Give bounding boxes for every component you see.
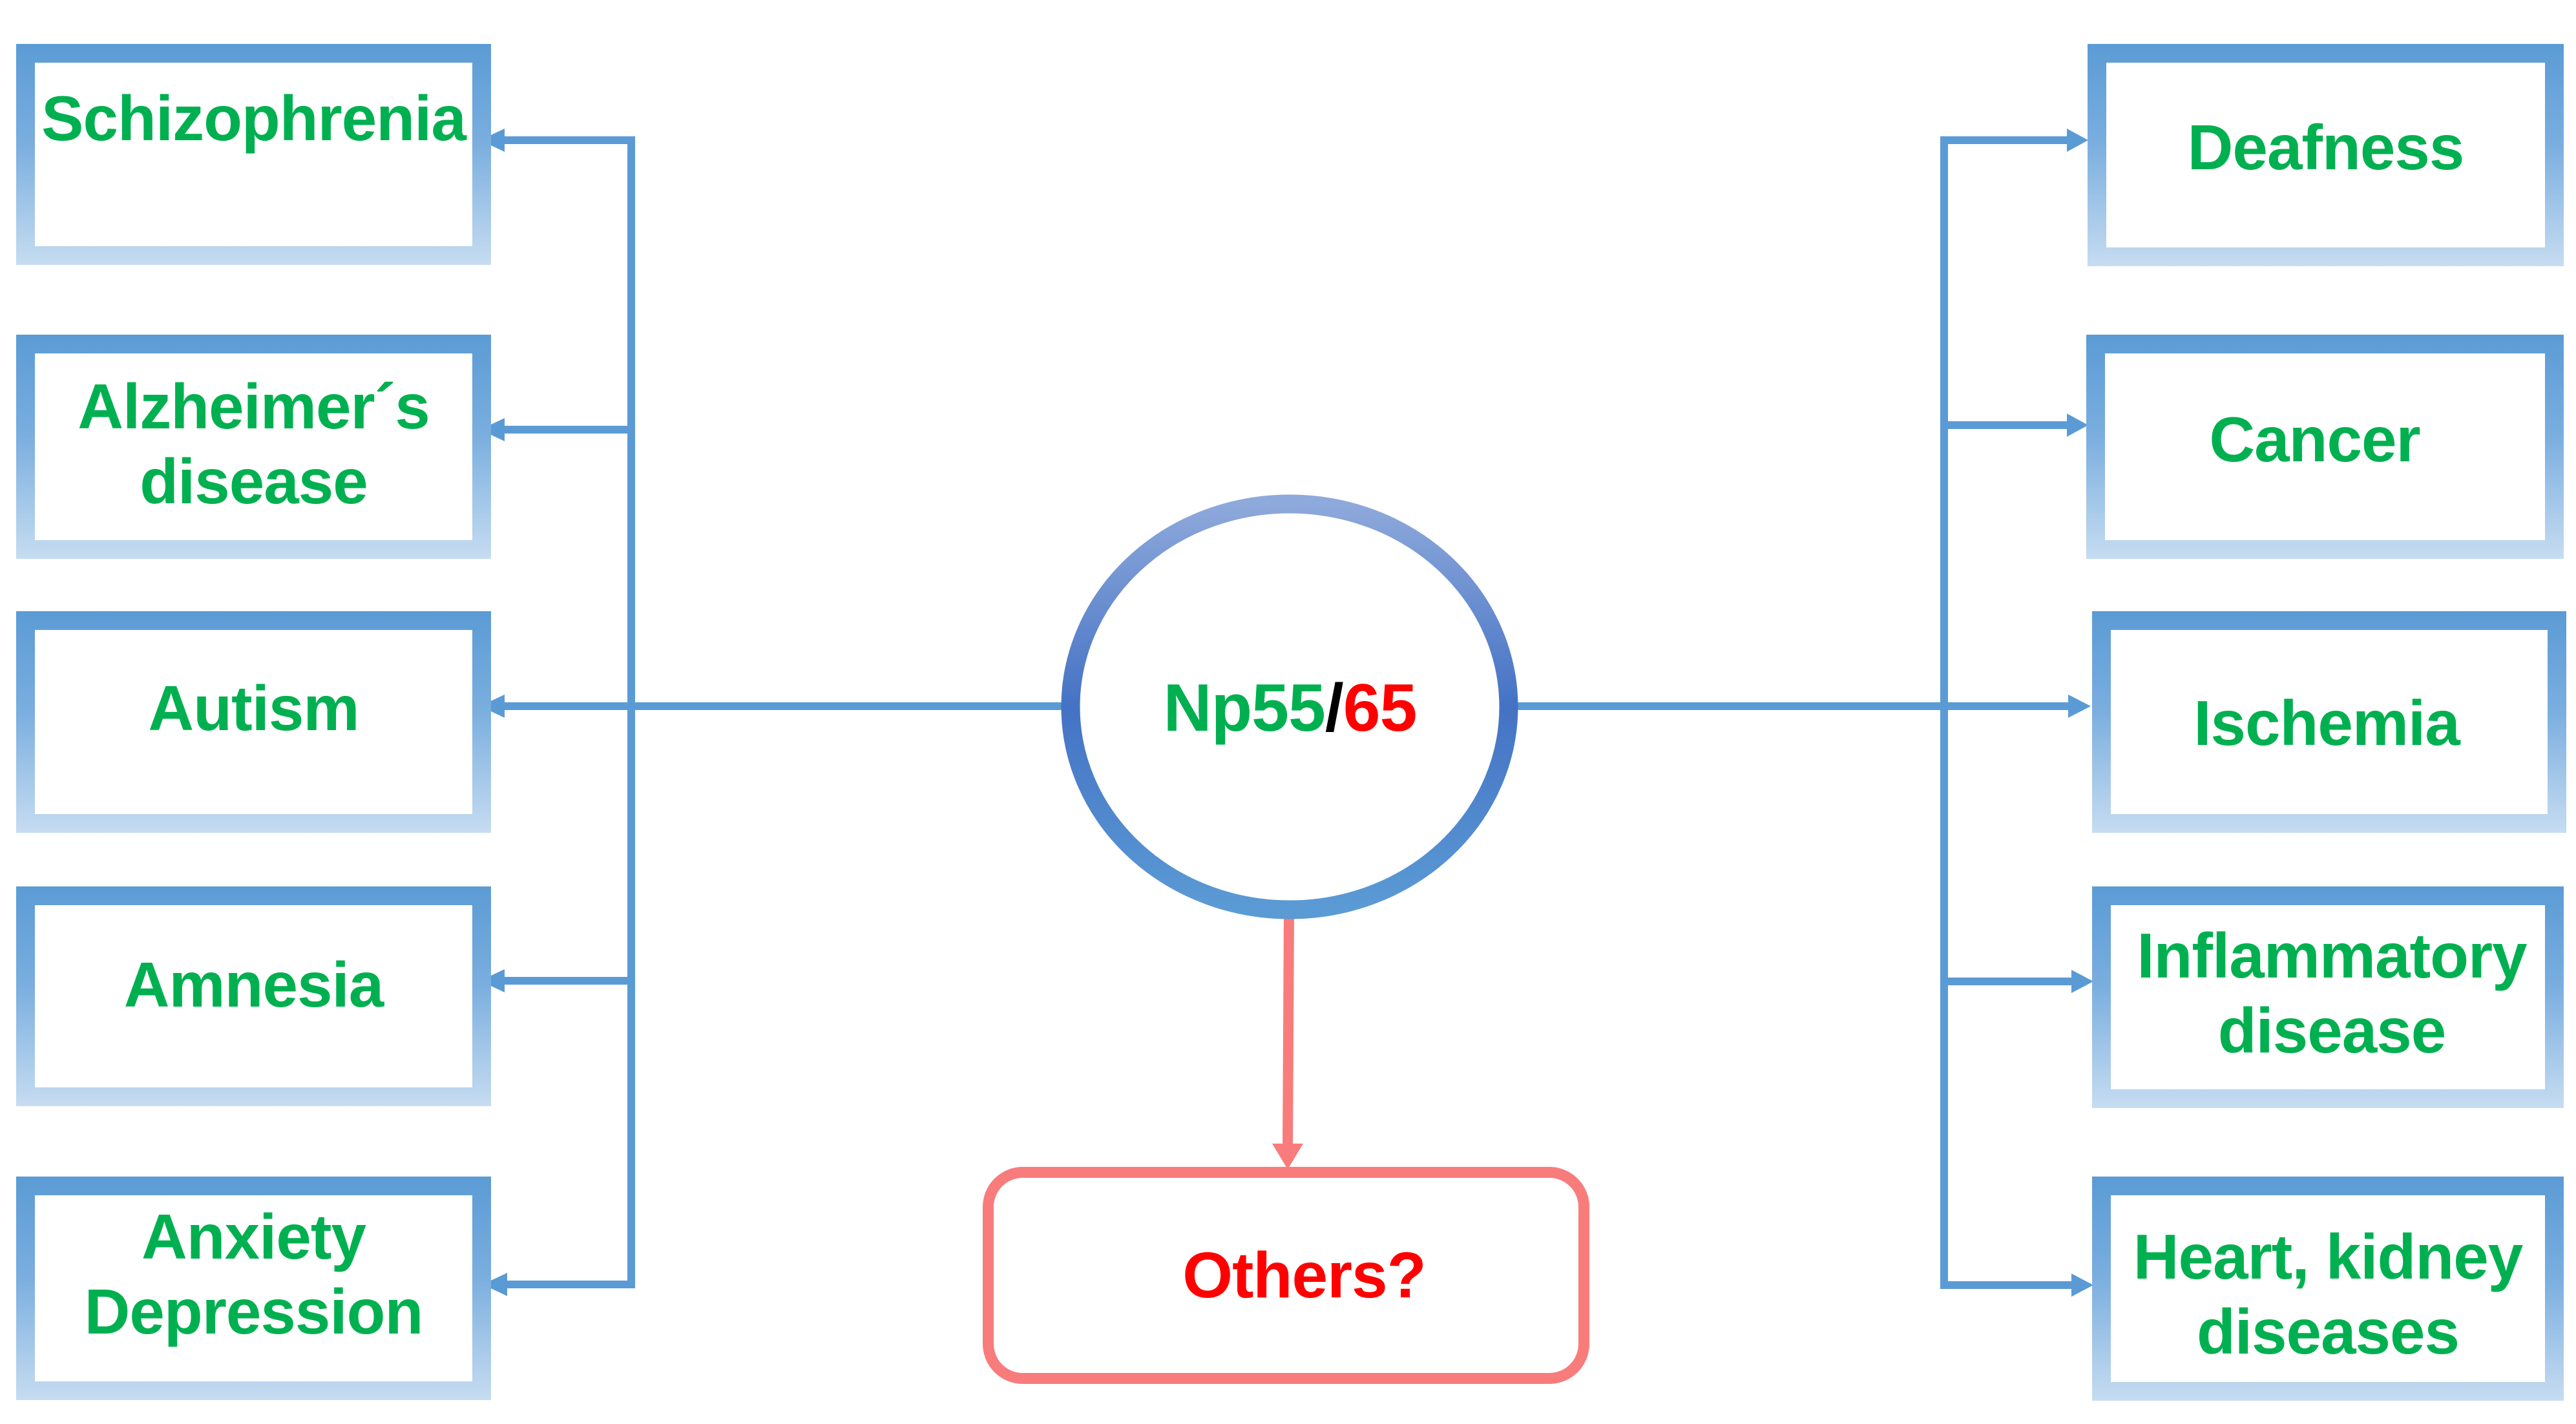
node-cancer: Cancer (2086, 335, 2564, 559)
arrowhead-right-icon (2067, 414, 2088, 437)
node-ischemia: Ischemia (2092, 611, 2566, 833)
node-label-line-1: Inflammatory (2137, 919, 2527, 991)
node-label-line-2: disease (140, 446, 368, 517)
arrowhead-right-icon (2071, 1273, 2093, 1297)
hub-ring (1061, 494, 1518, 919)
node-label: Schizophrenia (41, 83, 466, 154)
arrowhead-left-icon (480, 418, 505, 441)
node-label: Ischemia (2194, 687, 2460, 759)
others-connector (1272, 913, 1303, 1169)
node-label: Autism (148, 672, 359, 744)
node-label: Amnesia (123, 949, 384, 1020)
right-connector-group (1515, 136, 2074, 1289)
node-amnesia: Amnesia (16, 886, 491, 1106)
arrowhead-right-icon (2071, 970, 2093, 993)
node-others: Others? (983, 1167, 1589, 1384)
arrowhead-left-icon (483, 1273, 507, 1296)
arrowhead-left-icon (480, 695, 505, 718)
node-schizophrenia: Schizophrenia (16, 44, 491, 265)
node-anxiety-depression: Anxiety Depression (16, 1177, 491, 1400)
node-label-line-2: disease (2217, 994, 2447, 1066)
hub-label: Np55/65 (1163, 670, 1418, 747)
arrowhead-down-icon (1272, 1144, 1303, 1169)
node-inflammatory-disease: Inflammatory disease (2092, 886, 2564, 1108)
hub-label-65: 65 (1343, 670, 1418, 746)
arrowhead-left-icon (480, 129, 505, 152)
node-deafness: Deafness (2088, 44, 2564, 266)
others-label: Others? (1182, 1239, 1426, 1312)
node-label-line-2: diseases (2196, 1295, 2460, 1367)
node-heart-kidney-diseases: Heart, kidney diseases (2092, 1177, 2564, 1401)
node-label-line-1: Heart, kidney (2133, 1220, 2523, 1292)
arrowhead-left-icon (480, 969, 505, 992)
node-label: Deafness (2187, 112, 2465, 183)
node-autism: Autism (16, 611, 491, 833)
node-label-line-1: Anxiety (141, 1201, 366, 1272)
hub-label-slash: / (1325, 670, 1344, 746)
node-label-line-2: Depression (84, 1276, 424, 1347)
right-arrowheads (2067, 129, 2093, 1297)
node-label-line-1: Alzheimer´s (78, 371, 430, 442)
node-label: Cancer (2209, 403, 2420, 475)
hub-label-np55: Np55 (1163, 670, 1326, 746)
node-alzheimers-disease: Alzheimer´s disease (16, 335, 491, 559)
left-arrowheads (480, 129, 507, 1296)
arrowhead-right-icon (2068, 695, 2091, 718)
left-connector-group (501, 136, 1066, 1288)
hub-node-np55-65: Np55/65 (1062, 495, 1518, 919)
arrowhead-right-icon (2067, 129, 2088, 152)
